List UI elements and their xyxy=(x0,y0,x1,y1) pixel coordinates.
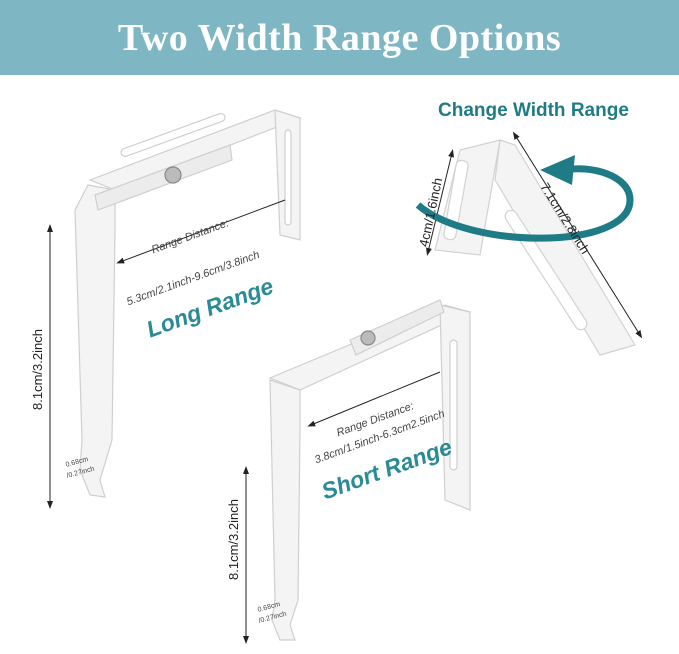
long-height-dimension xyxy=(47,199,286,509)
long-range-bracket xyxy=(74,109,302,498)
title-banner: Two Width Range Options xyxy=(0,0,679,75)
short-range-bracket xyxy=(268,299,472,641)
page-title: Two Width Range Options xyxy=(117,16,562,59)
short-height-label: 8.1cm/3.2inch xyxy=(226,499,241,580)
change-width-range-label: Change Width Range xyxy=(438,100,629,121)
long-height-label: 8.1cm/3.2inch xyxy=(30,329,45,410)
short-height-dimension xyxy=(243,371,441,644)
rotate-arrow-icon xyxy=(415,155,634,242)
